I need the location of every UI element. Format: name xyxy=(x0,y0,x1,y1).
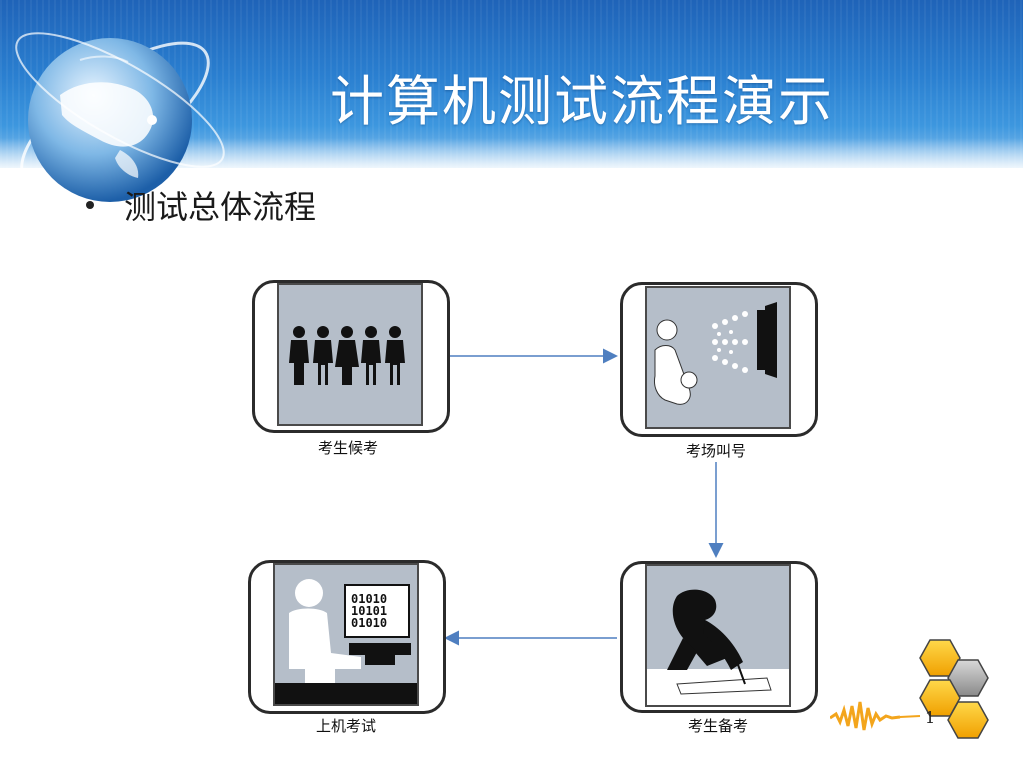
binary-line: 01010 xyxy=(351,616,388,630)
step-label: 上机考试 xyxy=(315,717,376,735)
binary-line: 01010 xyxy=(351,592,388,606)
slide-title: 计算机测试流程演示 xyxy=(330,70,834,133)
globe-icon xyxy=(15,32,225,202)
step-label: 考生候考 xyxy=(317,439,378,457)
people-waiting-icon xyxy=(289,326,405,385)
step-panel xyxy=(277,283,423,426)
calling-speaker-icon xyxy=(654,302,777,405)
step-panel xyxy=(645,286,791,429)
bullet-text: 测试总体流程 xyxy=(124,188,317,226)
step-label: 考生备考 xyxy=(687,717,748,735)
computer-exam-icon xyxy=(275,579,417,704)
step-panel: 01010 10101 01010 xyxy=(273,563,419,706)
binary-line: 10101 xyxy=(351,604,388,618)
writing-person-icon xyxy=(647,589,789,705)
step-panel xyxy=(645,564,791,707)
binary-screen: 01010 10101 01010 xyxy=(351,593,407,629)
bullet-item: 测试总体流程 xyxy=(86,180,316,230)
honeycomb-decoration-icon xyxy=(830,639,989,739)
step-label: 考场叫号 xyxy=(685,442,746,460)
bullet-dot xyxy=(86,201,94,209)
page-number: 1 xyxy=(925,708,936,727)
